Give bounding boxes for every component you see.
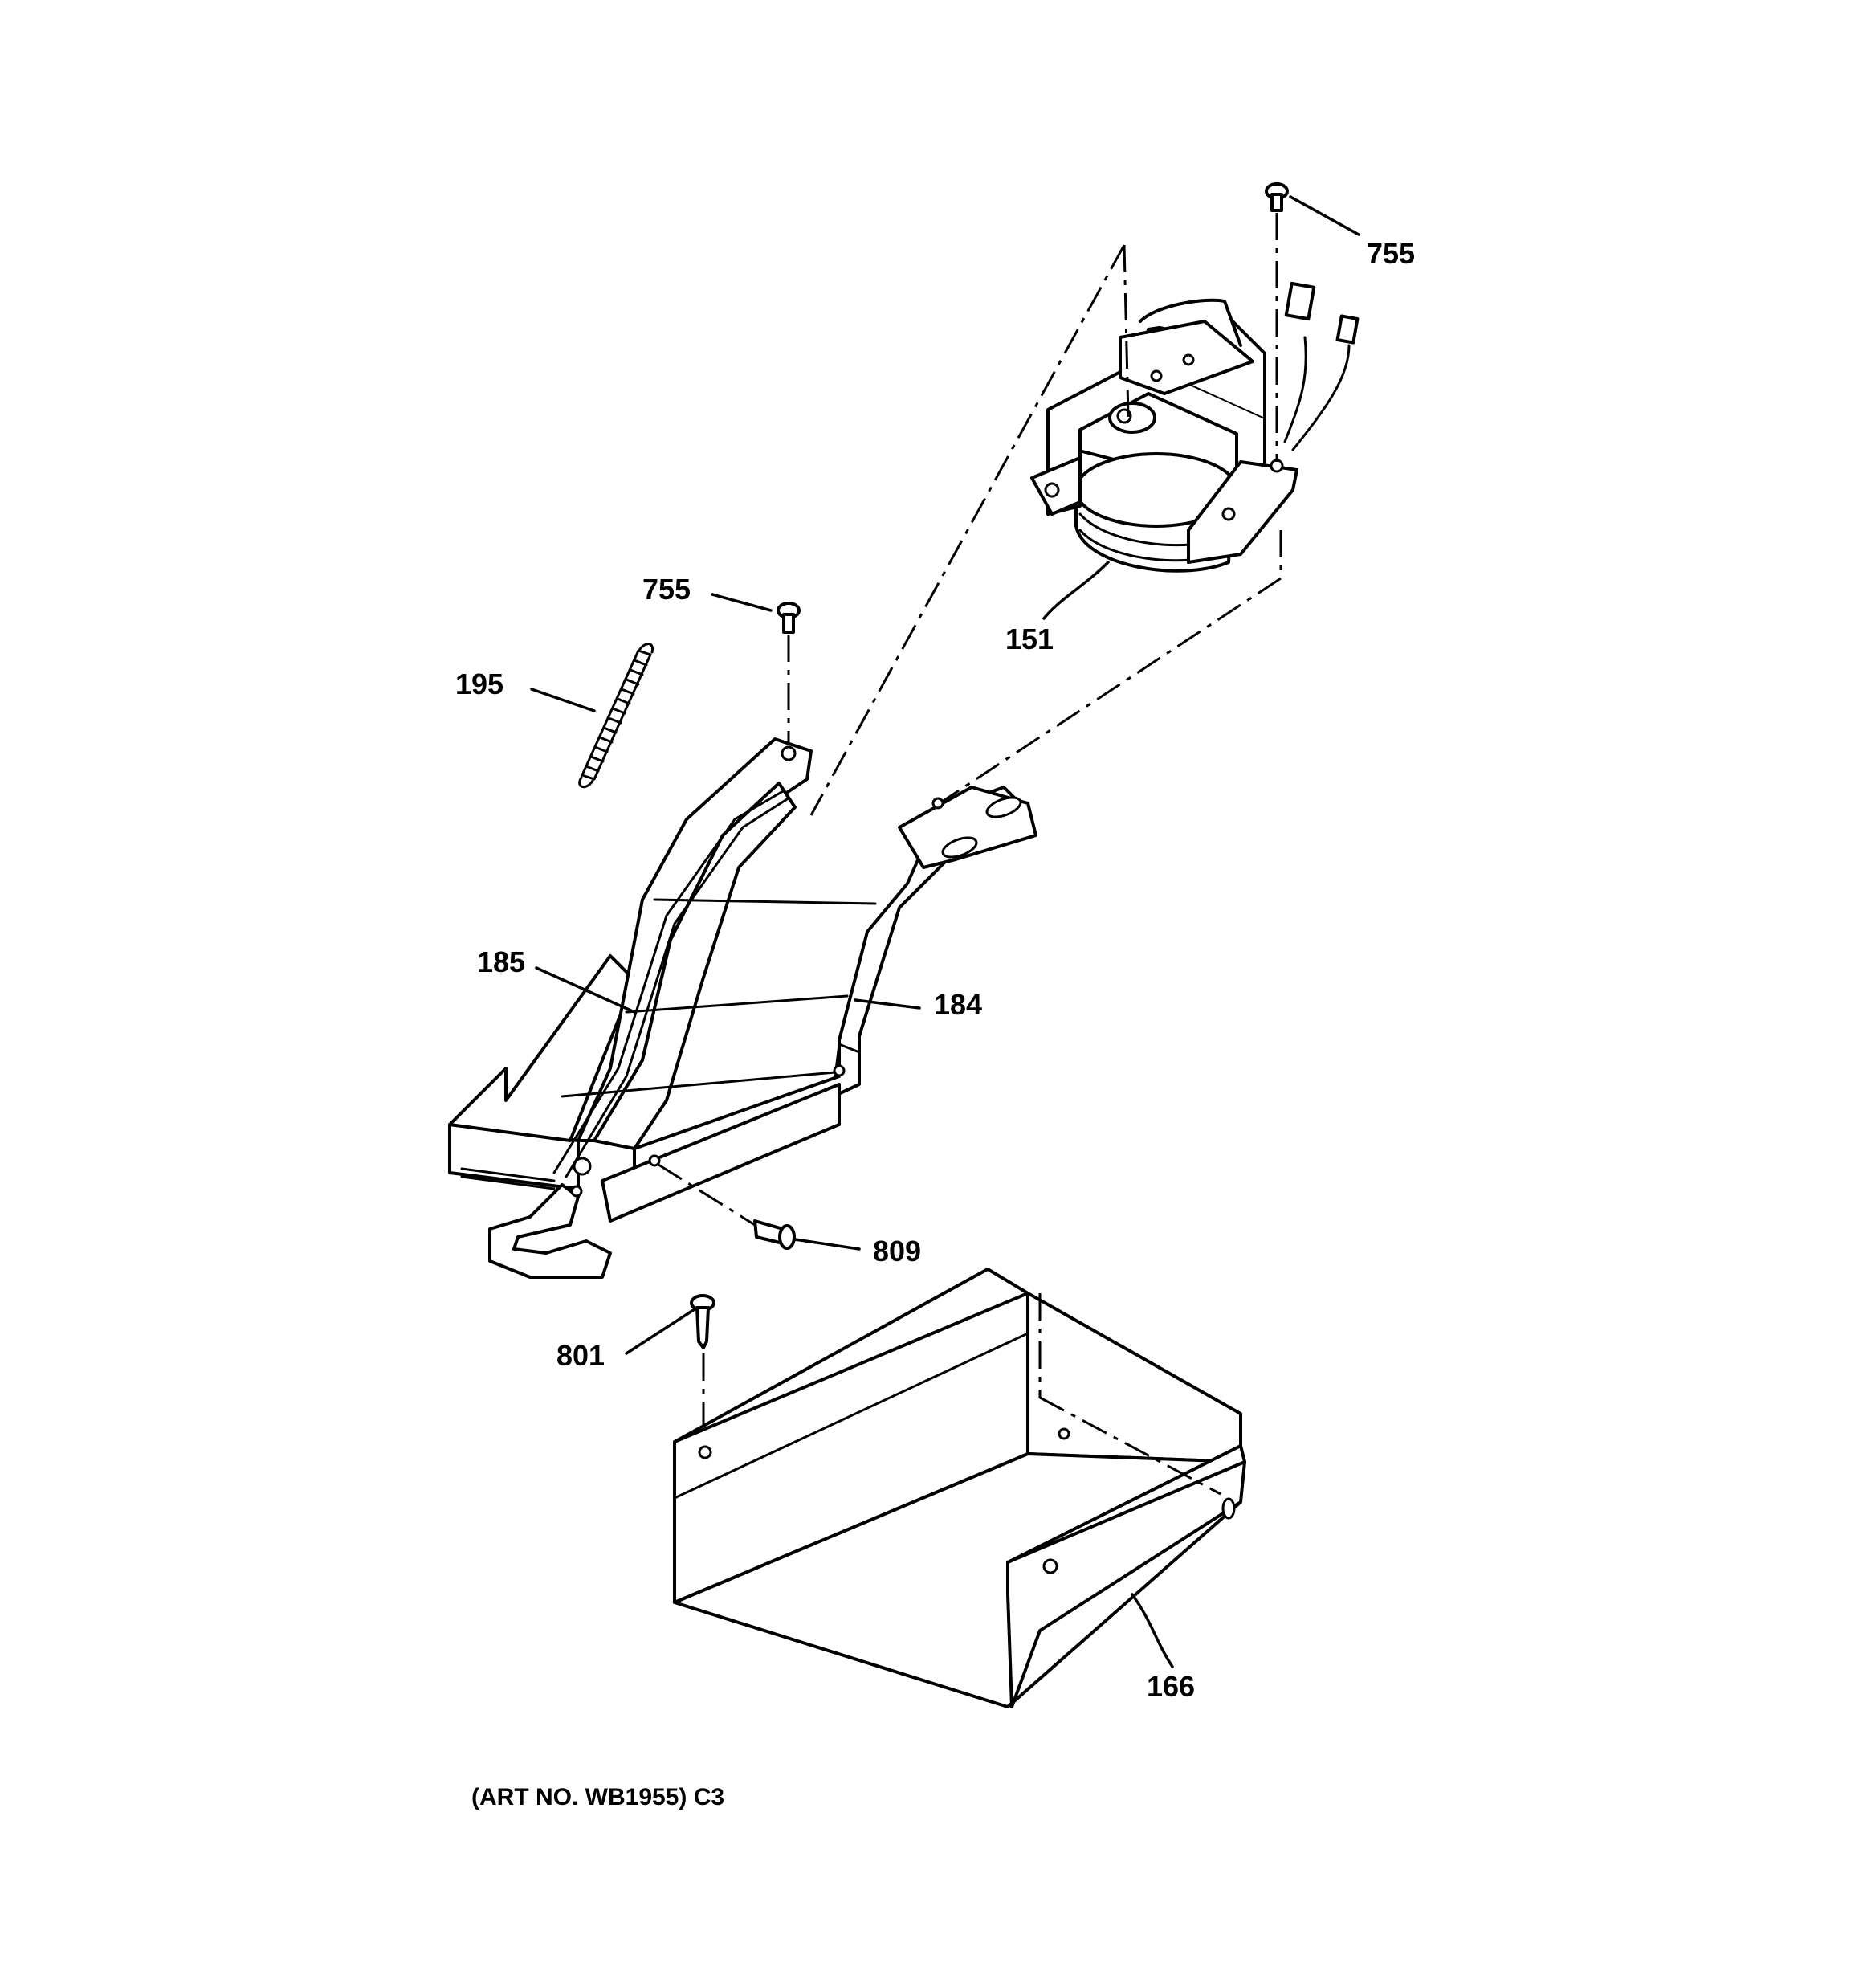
screw-809: [658, 1163, 796, 1250]
label-755-mid: 755: [642, 573, 691, 606]
tray-166: [673, 1268, 1246, 1708]
label-755-top: 755: [1367, 237, 1415, 270]
screw-801: [690, 1294, 715, 1438]
label-195: 195: [455, 667, 503, 700]
label-801: 801: [556, 1339, 605, 1372]
bracket-assembly: [448, 737, 1037, 1279]
spring-195: [578, 643, 654, 789]
art-number-caption: (ART NO. WB1955) C3: [471, 1784, 724, 1810]
label-185: 185: [477, 945, 525, 978]
label-809: 809: [873, 1235, 921, 1268]
leader-lines: [530, 195, 1360, 1668]
label-151: 151: [1005, 623, 1054, 655]
screw-755-top: [1265, 182, 1289, 462]
label-184: 184: [934, 988, 982, 1021]
screw-755-mid: [777, 602, 801, 751]
motor-assembly: [1030, 281, 1360, 573]
label-166: 166: [1147, 1670, 1195, 1703]
